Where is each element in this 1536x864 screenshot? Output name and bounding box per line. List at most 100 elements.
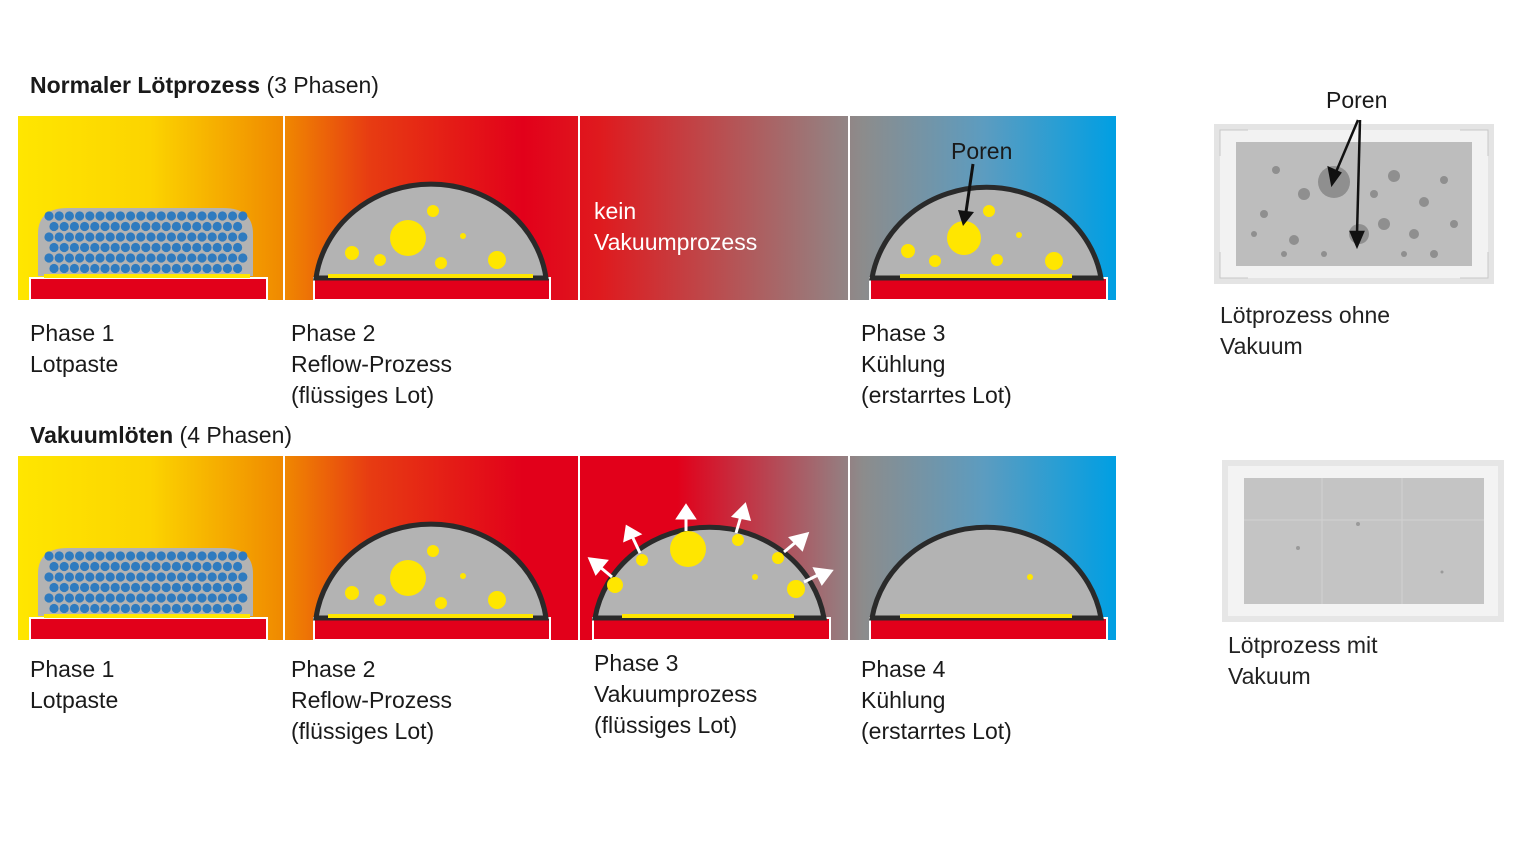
paste-particle bbox=[187, 211, 197, 221]
caption-line: (erstarrtes Lot) bbox=[861, 382, 1012, 408]
paste-particle bbox=[202, 242, 212, 253]
xray-pore bbox=[1251, 231, 1257, 237]
paste-particle bbox=[75, 593, 85, 603]
bottom-phase1-paste bbox=[29, 548, 268, 640]
caption-line: Vakuum bbox=[1228, 663, 1311, 689]
paste-particle bbox=[192, 263, 202, 274]
paste-particle bbox=[222, 263, 232, 274]
xray-pore bbox=[1260, 210, 1268, 218]
top-title: Normaler Lötprozess (3 Phasen) bbox=[30, 72, 379, 99]
paste-particle bbox=[212, 603, 222, 614]
paste-particle bbox=[212, 221, 222, 232]
caption-line: Phase 3 bbox=[594, 650, 679, 676]
paste-particle bbox=[233, 263, 243, 274]
paste-particle bbox=[90, 561, 100, 572]
paste-particle bbox=[59, 582, 69, 593]
paste-particle bbox=[192, 582, 202, 593]
paste-particle bbox=[217, 211, 227, 221]
paste-particle bbox=[202, 582, 212, 593]
paste-particle bbox=[136, 232, 146, 242]
paste-particle bbox=[177, 232, 187, 242]
paste-particle bbox=[110, 603, 120, 614]
paste-particle bbox=[171, 603, 181, 614]
paste-particle bbox=[151, 582, 161, 593]
paste-particle bbox=[59, 221, 69, 232]
paste-particle bbox=[100, 263, 110, 274]
xray-pore bbox=[1440, 176, 1448, 184]
paste-particle bbox=[228, 211, 238, 221]
paste-particle bbox=[44, 593, 54, 603]
paste-particle bbox=[49, 561, 59, 572]
paste-particle bbox=[100, 242, 110, 253]
paste-particle bbox=[212, 561, 222, 572]
paste-particle bbox=[120, 221, 130, 232]
xray-pore bbox=[1370, 190, 1378, 198]
paste-particle bbox=[228, 572, 238, 582]
paste-particle bbox=[126, 253, 136, 263]
paste-particle bbox=[177, 551, 187, 561]
paste-particle bbox=[75, 572, 85, 582]
xray-pore bbox=[1281, 251, 1287, 257]
paste-particle bbox=[192, 221, 202, 232]
paste-particle bbox=[44, 211, 54, 221]
paste-particle bbox=[166, 232, 176, 242]
paste-particle bbox=[151, 263, 161, 274]
paste-particle bbox=[222, 221, 232, 232]
paste-particle bbox=[59, 561, 69, 572]
bottom-process-band bbox=[18, 456, 1116, 640]
paste-particle bbox=[54, 253, 64, 263]
paste-particle bbox=[136, 572, 146, 582]
top-caption-phase2: Phase 2 Reflow-Prozess (flüssiges Lot) bbox=[291, 318, 452, 411]
paste-particle bbox=[156, 211, 166, 221]
paste-particle bbox=[120, 263, 130, 274]
paste-particle bbox=[95, 572, 105, 582]
paste-particle bbox=[217, 232, 227, 242]
xray-bottom-caption: Lötprozess mit Vakuum bbox=[1228, 630, 1378, 692]
paste-particle bbox=[238, 593, 248, 603]
paste-particle bbox=[90, 263, 100, 274]
paste-particle bbox=[115, 232, 125, 242]
paste-particle bbox=[80, 221, 90, 232]
bottom-caption-phase1: Phase 1 Lotpaste bbox=[30, 654, 118, 716]
paste-particle bbox=[166, 211, 176, 221]
paste-particle bbox=[110, 221, 120, 232]
paste-particle bbox=[202, 603, 212, 614]
paste-particle bbox=[95, 593, 105, 603]
paste-particle bbox=[49, 263, 59, 274]
paste-particle bbox=[238, 572, 248, 582]
paste-particle bbox=[207, 572, 217, 582]
paste-particle bbox=[85, 253, 95, 263]
bottom-phase3-vacuum bbox=[587, 502, 834, 640]
paste-particle bbox=[146, 551, 156, 561]
paste-particle bbox=[90, 582, 100, 593]
top-phase1-paste bbox=[29, 208, 268, 300]
caption-line: Lotpaste bbox=[30, 687, 119, 713]
paste-particle bbox=[110, 263, 120, 274]
paste-particle bbox=[171, 561, 181, 572]
caption-line: Phase 1 bbox=[30, 320, 115, 346]
paste-particle bbox=[131, 221, 141, 232]
caption-line: Phase 2 bbox=[291, 320, 376, 346]
paste-particle bbox=[54, 572, 64, 582]
paste-particle bbox=[126, 593, 136, 603]
paste-particle bbox=[126, 551, 136, 561]
top-phase2-reflow bbox=[313, 181, 551, 300]
paste-particle bbox=[156, 253, 166, 263]
paste-particle bbox=[105, 593, 115, 603]
xray-pore bbox=[1401, 251, 1407, 257]
paste-particle bbox=[54, 211, 64, 221]
paste-particle bbox=[85, 572, 95, 582]
xray-pore bbox=[1450, 220, 1458, 228]
paste-particle bbox=[131, 242, 141, 253]
paste-particle bbox=[69, 263, 79, 274]
top-poren-label: Poren bbox=[951, 138, 1013, 164]
paste-particle bbox=[192, 603, 202, 614]
caption-line: Reflow-Prozess bbox=[291, 351, 453, 377]
paste-particle bbox=[146, 572, 156, 582]
paste-particle bbox=[105, 232, 115, 242]
paste-particle bbox=[75, 211, 85, 221]
paste-particle bbox=[75, 232, 85, 242]
paste-particle bbox=[197, 211, 207, 221]
paste-particle bbox=[238, 232, 248, 242]
paste-particle bbox=[182, 582, 192, 593]
